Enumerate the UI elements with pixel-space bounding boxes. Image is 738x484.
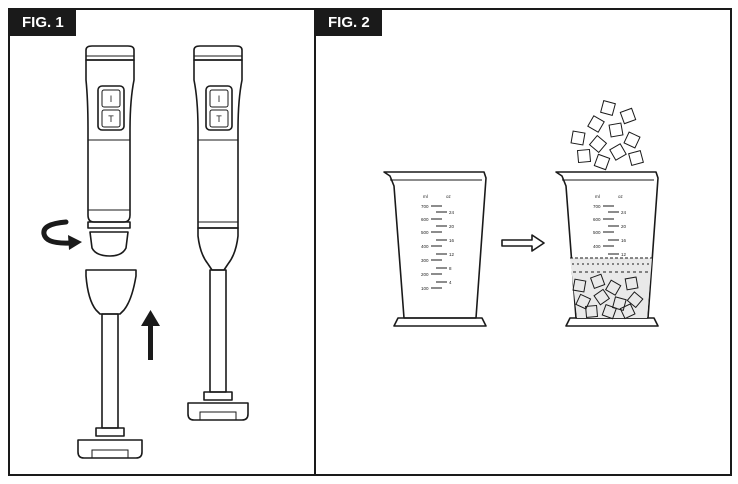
svg-text:20: 20 (449, 224, 455, 229)
blender-motor-unit-detached (85, 45, 135, 257)
svg-text:700: 700 (593, 204, 601, 209)
svg-text:400: 400 (421, 244, 429, 249)
blender-assembled (187, 45, 249, 421)
svg-text:500: 500 (421, 230, 429, 235)
svg-text:16: 16 (621, 238, 627, 243)
figure-2-panel: FIG. 2 (314, 8, 732, 476)
ice-cubes-falling (570, 100, 644, 171)
up-arrow-icon (141, 310, 160, 360)
svg-text:8: 8 (449, 266, 452, 271)
measuring-beaker-empty: ml oz 700 600 500 400 300 200 100 24 20 … (383, 171, 487, 327)
svg-text:700: 700 (421, 204, 429, 209)
svg-text:ml: ml (595, 194, 600, 199)
button-t-text: T (108, 114, 114, 124)
svg-text:100: 100 (421, 286, 429, 291)
figure-1-label: FIG. 1 (10, 10, 76, 36)
svg-text:24: 24 (449, 210, 455, 215)
svg-text:12: 12 (449, 252, 455, 257)
svg-text:200: 200 (421, 272, 429, 277)
beaker-graduation-ticks (431, 205, 447, 289)
ice-cubes-in-beaker (572, 273, 644, 320)
svg-text:400: 400 (593, 244, 601, 249)
svg-text:20: 20 (621, 224, 627, 229)
blending-shaft-detached (77, 269, 143, 459)
svg-text:24: 24 (621, 210, 627, 215)
svg-text:600: 600 (593, 217, 601, 222)
svg-text:300: 300 (421, 258, 429, 263)
measuring-beaker-filled: ml oz 700 600 500 400 24 20 16 12 (555, 171, 659, 327)
svg-text:600: 600 (421, 217, 429, 222)
rotate-arrow-icon (41, 219, 82, 250)
power-button-i (101, 89, 121, 108)
figure-2-label: FIG. 2 (316, 10, 382, 36)
svg-text:ml: ml (423, 194, 428, 199)
svg-text:oz: oz (618, 194, 624, 199)
svg-text:12: 12 (621, 252, 627, 257)
button-t-text-assembled: T (216, 114, 222, 124)
button-i-text: I (110, 94, 113, 104)
right-arrow-icon (501, 234, 545, 252)
turbo-button-t (101, 109, 121, 128)
svg-text:4: 4 (449, 280, 452, 285)
svg-text:oz: oz (446, 194, 452, 199)
liquid-level (570, 258, 652, 318)
svg-text:500: 500 (593, 230, 601, 235)
button-i-text-assembled: I (218, 94, 221, 104)
svg-text:16: 16 (449, 238, 455, 243)
